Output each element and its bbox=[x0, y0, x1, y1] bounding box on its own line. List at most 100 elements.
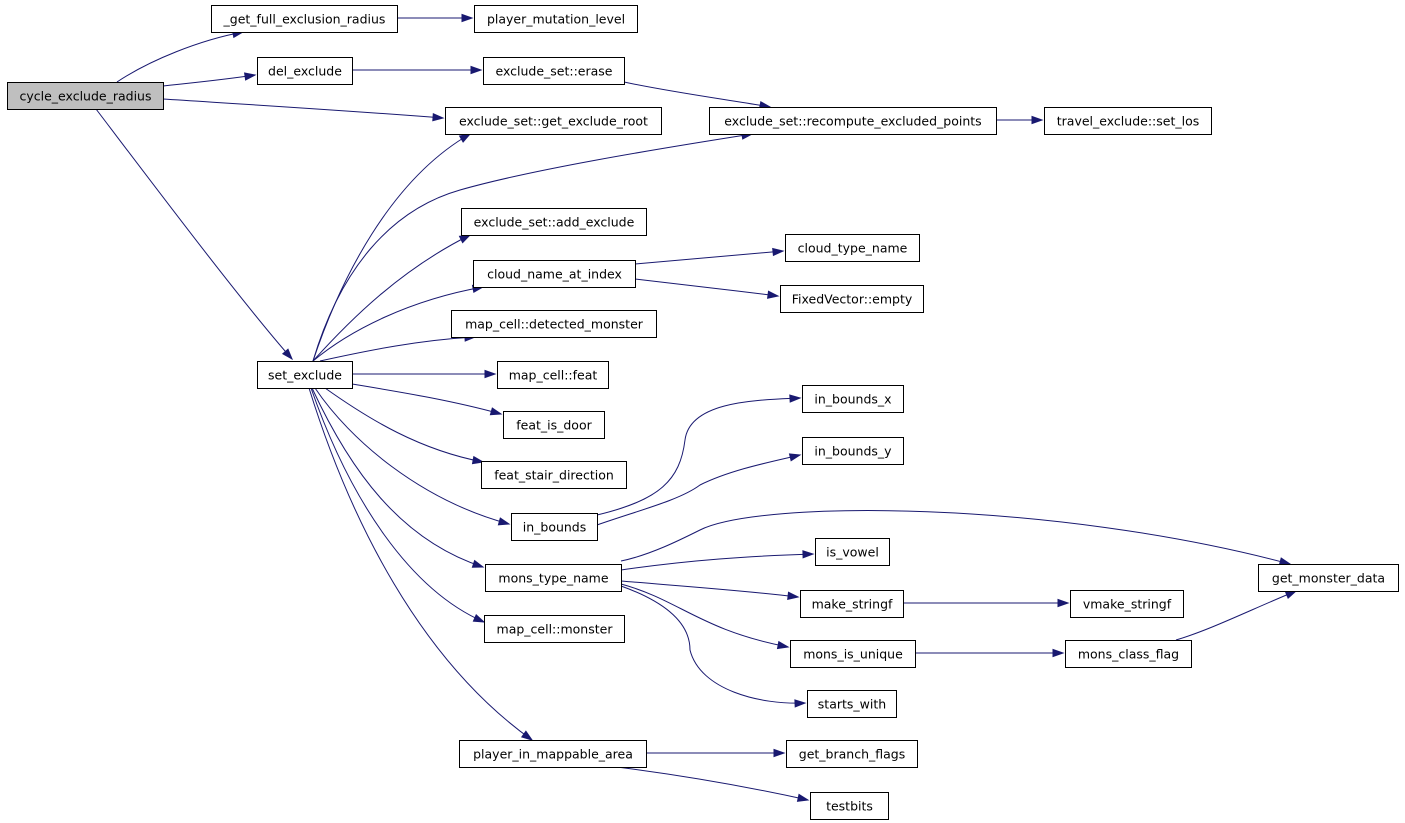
edge-in_bounds-to-in_bounds_y bbox=[596, 453, 802, 526]
node-box bbox=[484, 615, 625, 643]
node-label: cloud_type_name bbox=[798, 241, 908, 256]
node-map-cell-feat[interactable]: map_cell::feat bbox=[497, 361, 609, 389]
arrowhead-icon bbox=[789, 394, 802, 403]
node-mons-type-name[interactable]: mons_type_name bbox=[485, 564, 622, 592]
node-testbits[interactable]: testbits bbox=[810, 792, 889, 820]
edge-player_in_mappable_area-to-get_branch_flags bbox=[646, 748, 786, 758]
node-starts-with[interactable]: starts_with bbox=[807, 690, 897, 718]
edge-del_exclude-to-exclude_set_erase bbox=[352, 65, 483, 75]
node-exclude-set-add-exclude[interactable]: exclude_set::add_exclude bbox=[461, 208, 647, 236]
node-label: FixedVector::empty bbox=[792, 292, 913, 307]
edge-set_exclude-to-feat_is_door bbox=[351, 383, 503, 416]
node-cycle-exclude-radius[interactable]: cycle_exclude_radius bbox=[7, 82, 164, 110]
arrowhead-icon bbox=[788, 453, 802, 462]
node-cloud-type-name[interactable]: cloud_type_name bbox=[785, 234, 920, 262]
node-in-bounds-x[interactable]: in_bounds_x bbox=[802, 385, 904, 413]
node-box bbox=[709, 107, 997, 135]
node-label: map_cell::feat bbox=[509, 368, 598, 383]
node-fixedvector-empty[interactable]: FixedVector::empty bbox=[780, 285, 924, 313]
node-box bbox=[7, 82, 164, 110]
arrowhead-icon bbox=[773, 748, 786, 758]
node-label: cycle_exclude_radius bbox=[20, 89, 152, 104]
node-box bbox=[1065, 640, 1192, 668]
edge-line bbox=[312, 234, 471, 362]
edge-line bbox=[312, 133, 753, 362]
edge-mons_type_name-to-mons_is_unique bbox=[620, 583, 790, 650]
node-label: mons_class_flag bbox=[1078, 647, 1179, 662]
edge-set_exclude-to-map_cell_monster bbox=[310, 387, 486, 623]
node-label: exclude_set::recompute_excluded_points bbox=[724, 114, 981, 129]
edge-set_exclude-to-exclude_set_get_exclude_root bbox=[312, 133, 472, 362]
node-label: in_bounds_x bbox=[814, 392, 891, 407]
node-exclude-set-recompute-excluded-points[interactable]: exclude_set::recompute_excluded_points bbox=[709, 107, 997, 135]
node-box bbox=[807, 690, 897, 718]
node-box bbox=[1258, 564, 1399, 592]
node-box bbox=[1070, 590, 1184, 618]
node-box bbox=[481, 461, 627, 489]
edge-mons_is_unique-to-mons_class_flag bbox=[915, 648, 1065, 658]
node-box bbox=[459, 740, 647, 768]
edge-line bbox=[312, 286, 484, 362]
node-box bbox=[474, 5, 638, 33]
node-is-vowel[interactable]: is_vowel bbox=[815, 538, 890, 566]
node-label: feat_stair_direction bbox=[494, 468, 614, 483]
node-box bbox=[786, 740, 918, 768]
node-label: set_exclude bbox=[268, 368, 342, 383]
node-feat-is-door[interactable]: feat_is_door bbox=[503, 411, 605, 439]
node-get-branch-flags[interactable]: get_branch_flags bbox=[786, 740, 918, 768]
node-vmake-stringf[interactable]: vmake_stringf bbox=[1070, 590, 1184, 618]
arrowhead-icon bbox=[776, 640, 790, 650]
edge-line bbox=[620, 585, 806, 704]
arrowhead-icon bbox=[244, 72, 257, 81]
node-map-cell-detected-monster[interactable]: map_cell::detected_monster bbox=[451, 310, 657, 338]
node-set-exclude[interactable]: set_exclude bbox=[257, 361, 353, 389]
node-get-monster-data[interactable]: get_monster_data bbox=[1258, 564, 1399, 592]
edge-line bbox=[162, 98, 444, 119]
node-feat-stair-direction[interactable]: feat_stair_direction bbox=[481, 461, 627, 489]
node-player-mutation-level[interactable]: player_mutation_level bbox=[474, 5, 638, 33]
node-in-bounds-y[interactable]: in_bounds_y bbox=[802, 437, 904, 465]
node-label: in_bounds_y bbox=[814, 444, 892, 459]
node-label: is_vowel bbox=[826, 545, 879, 560]
node-box bbox=[780, 285, 924, 313]
node-box bbox=[1044, 107, 1212, 135]
node-get-full-exclusion-radius[interactable]: _get_full_exclusion_radius bbox=[211, 5, 398, 33]
edge-exclude_set_recompute_excluded_points-to-travel_exclude_set_los bbox=[996, 115, 1044, 125]
node-box bbox=[802, 437, 904, 465]
arrowhead-icon bbox=[472, 613, 486, 623]
node-mons-class-flag[interactable]: mons_class_flag bbox=[1065, 640, 1192, 668]
node-box bbox=[451, 310, 657, 338]
node-box bbox=[785, 234, 920, 262]
arrowhead-icon bbox=[471, 559, 485, 568]
node-exclude-set-erase[interactable]: exclude_set::erase bbox=[483, 57, 625, 85]
node-travel-exclude-set-los[interactable]: travel_exclude::set_los bbox=[1044, 107, 1212, 135]
arrowhead-icon bbox=[484, 369, 497, 379]
edge-set_exclude-to-in_bounds bbox=[314, 387, 511, 526]
edge-set_exclude-to-map_cell_detected_monster bbox=[319, 333, 477, 362]
edge-player_in_mappable_area-to-testbits bbox=[616, 766, 810, 802]
edge-cloud_name_at_index-to-fixedvector_empty bbox=[634, 278, 780, 299]
node-mons-is-unique[interactable]: mons_is_unique bbox=[790, 640, 916, 668]
nodes-layer: cycle_exclude_radius _get_full_exclusion_… bbox=[7, 5, 1399, 820]
node-label: in_bounds bbox=[523, 520, 587, 535]
arrowhead-icon bbox=[772, 247, 785, 257]
node-player-in-mappable-area[interactable]: player_in_mappable_area bbox=[459, 740, 647, 768]
node-label: testbits bbox=[826, 799, 873, 814]
node-del-exclude[interactable]: del_exclude bbox=[257, 57, 353, 85]
node-exclude-set-get-exclude-root[interactable]: exclude_set::get_exclude_root bbox=[445, 107, 662, 135]
node-label: exclude_set::add_exclude bbox=[474, 215, 635, 230]
node-in-bounds[interactable]: in_bounds bbox=[511, 513, 598, 541]
node-box bbox=[497, 361, 609, 389]
edge-line bbox=[1175, 590, 1297, 641]
arrowhead-icon bbox=[796, 793, 810, 802]
node-label: travel_exclude::set_los bbox=[1057, 114, 1199, 129]
arrowhead-icon bbox=[802, 550, 815, 559]
node-map-cell-monster[interactable]: map_cell::monster bbox=[484, 615, 625, 643]
edge-line bbox=[351, 383, 502, 415]
edge-line bbox=[596, 397, 801, 516]
node-box bbox=[511, 513, 598, 541]
node-cloud-name-at-index[interactable]: cloud_name_at_index bbox=[473, 260, 636, 288]
node-make-stringf[interactable]: make_stringf bbox=[800, 590, 904, 618]
edge-line bbox=[319, 336, 476, 362]
node-box bbox=[503, 411, 605, 439]
